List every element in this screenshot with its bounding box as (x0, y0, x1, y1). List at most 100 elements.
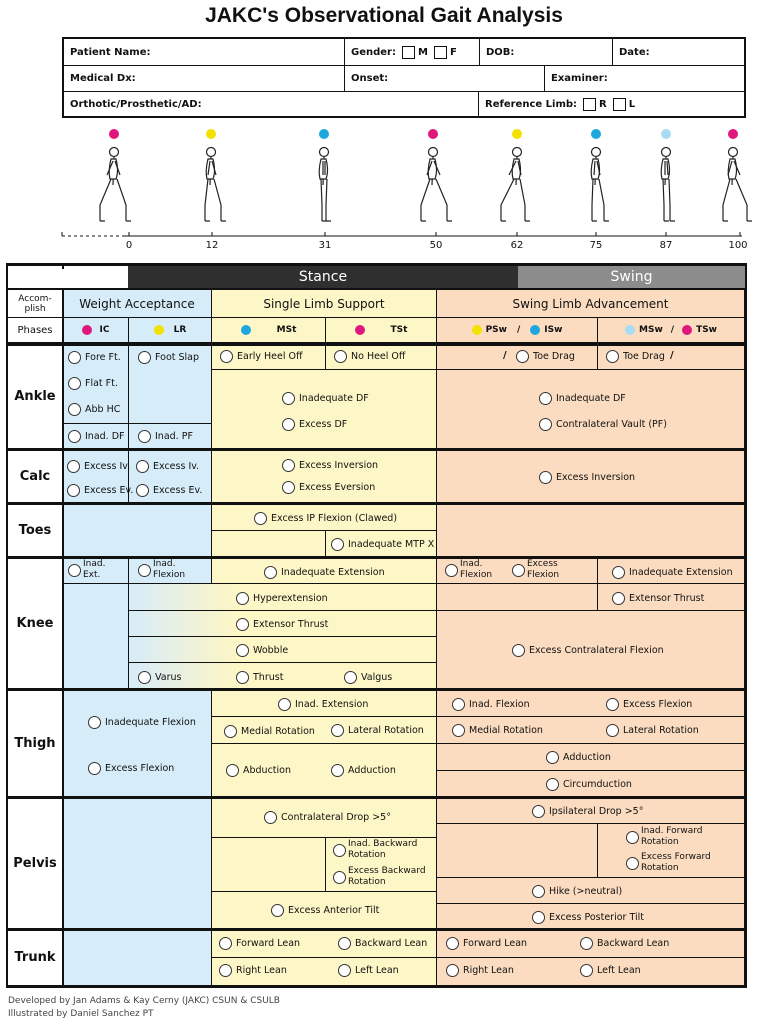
pelvis-hike-option[interactable]: Hike (>neutral) (532, 885, 622, 898)
medical-dx-field[interactable]: Medical Dx: (70, 72, 136, 84)
pelvis-excess-forward-rotation-option[interactable]: Excess Forward Rotation (626, 852, 711, 874)
pelvis-excess-backward-rotation-option[interactable]: Excess Backward Rotation (333, 866, 426, 888)
tick-12: 12 (205, 240, 219, 251)
trunk-swing-left-lean-option[interactable]: Left Lean (580, 964, 641, 977)
knee-extensor-thrust-option[interactable]: Extensor Thrust (236, 618, 328, 631)
knee-swing-inadequate-extension-option[interactable]: Inadequate Extension (612, 566, 733, 579)
row-label-toes: Toes (8, 504, 63, 558)
ankle-inad-df-option[interactable]: Inad. DF (68, 430, 125, 443)
ankle-toe-drag-option[interactable]: Toe Drag (516, 350, 575, 363)
row-label-knee: Knee (8, 558, 63, 690)
dob-field[interactable]: DOB: (479, 39, 612, 65)
thigh-swing-medial-rotation-option[interactable]: Medial Rotation (452, 724, 543, 737)
calc-excess-inversion-option[interactable]: Excess Inversion (282, 459, 378, 472)
knee-swing-extensor-thrust-option[interactable]: Extensor Thrust (612, 592, 704, 605)
thigh-excess-flexion-option[interactable]: Excess Flexion (88, 762, 174, 775)
pelvis-excess-anterior-tilt-option[interactable]: Excess Anterior Tilt (271, 904, 379, 917)
phases-label: Phases (8, 318, 63, 344)
ankle-fore-ft-option[interactable]: Fore Ft. (68, 351, 121, 364)
pelvis-contra-drop-option[interactable]: Contralateral Drop >5° (264, 811, 391, 824)
knee-swing-inad-flexion-option[interactable]: Inad. Flexion (445, 559, 492, 581)
onset-field[interactable]: Onset: (344, 65, 544, 91)
ankle-foot-slap-option[interactable]: Foot Slap (138, 351, 199, 364)
thigh-lateral-rotation-option[interactable]: Lateral Rotation (331, 724, 424, 737)
trunk-swing-backward-lean-option[interactable]: Backward Lean (580, 937, 669, 950)
thigh-swing-lateral-rotation-option[interactable]: Lateral Rotation (606, 724, 699, 737)
ankle-swing-inad-df-option[interactable]: Inadequate DF (539, 392, 626, 405)
phase-dot-isw-icon (591, 129, 601, 139)
toes-excess-ip-flexion-option[interactable]: Excess IP Flexion (Clawed) (254, 512, 397, 525)
stance-header: Stance (128, 264, 518, 289)
thigh-swing-excess-flexion-option[interactable]: Excess Flexion (606, 698, 692, 711)
phase-lr: LR (129, 318, 212, 344)
calc-lr-excess-ev-option[interactable]: Excess Ev. (136, 484, 202, 497)
thigh-circumduction-option[interactable]: Circumduction (546, 778, 632, 791)
calc-ic-excess-ev-option[interactable]: Excess Ev. (67, 484, 133, 497)
walking-figure-icon (99, 146, 131, 222)
thigh-swing-adduction-option[interactable]: Adduction (546, 751, 611, 764)
knee-wobble-option[interactable]: Wobble (236, 644, 288, 657)
ankle-excess-df-option[interactable]: Excess DF (282, 418, 347, 431)
examiner-field[interactable]: Examiner: (544, 65, 744, 91)
calc-ic-excess-iv-option[interactable]: Excess Iv. (67, 460, 130, 473)
knee-valgus-option[interactable]: Valgus (344, 671, 392, 684)
trunk-right-lean-option[interactable]: Right Lean (219, 964, 287, 977)
thigh-swing-inad-flexion-option[interactable]: Inad. Flexion (452, 698, 530, 711)
tick-31: 31 (318, 240, 332, 251)
thigh-abduction-option[interactable]: Abduction (226, 764, 291, 777)
pelvis-inad-backward-rotation-option[interactable]: Inad. Backward Rotation (333, 839, 417, 861)
trunk-backward-lean-option[interactable]: Backward Lean (338, 937, 427, 950)
date-field[interactable]: Date: (612, 39, 744, 65)
single-limb-support-header: Single Limb Support (212, 290, 437, 318)
gender-f-checkbox[interactable] (433, 45, 447, 59)
isw-dot-icon (530, 325, 541, 335)
thigh-adduction-option[interactable]: Adduction (331, 764, 396, 777)
knee-inadequate-extension-option[interactable]: Inadequate Extension (264, 566, 385, 579)
knee-lr-inad-flexion-option[interactable]: Inad. Flexion (138, 559, 185, 581)
trunk-swing-forward-lean-option[interactable]: Forward Lean (446, 937, 527, 950)
lr-dot-icon (153, 325, 164, 335)
calc-excess-eversion-option[interactable]: Excess Eversion (282, 481, 375, 494)
ankle-inadequate-df-option[interactable]: Inadequate DF (282, 392, 369, 405)
knee-varus-option[interactable]: Varus (138, 671, 181, 684)
ref-l-checkbox[interactable] (612, 98, 626, 111)
toes-inad-mtp-option[interactable]: Inadequate MTP X (331, 538, 434, 551)
gender-m-checkbox[interactable] (401, 45, 415, 59)
knee-excess-contra-flexion-option[interactable]: Excess Contralateral Flexion (512, 644, 664, 657)
patient-name-field[interactable]: Patient Name: (70, 46, 151, 58)
pelvis-inad-forward-rotation-option[interactable]: Inad. Forward Rotation (626, 826, 703, 848)
ic-dot-icon (81, 325, 92, 335)
ankle-no-heel-off-option[interactable]: No Heel Off (334, 350, 405, 363)
footer-credit-illustrator: Illustrated by Daniel Sanchez PT (8, 1009, 154, 1019)
ankle-early-heel-off-option[interactable]: Early Heel Off (220, 350, 303, 363)
ankle-toe-drag-late-option[interactable]: Toe Drag (606, 350, 665, 363)
thigh-medial-rotation-option[interactable]: Medial Rotation (224, 725, 315, 738)
ankle-flat-ft-option[interactable]: Flat Ft. (68, 377, 118, 390)
orthotic-field[interactable]: Orthotic/Prosthetic/AD: (70, 99, 202, 110)
trunk-left-lean-option[interactable]: Left Lean (338, 964, 399, 977)
walking-figure-icon (500, 146, 530, 222)
walking-figure-icon (318, 146, 331, 222)
thigh-inadequate-flexion-option[interactable]: Inadequate Flexion (88, 716, 196, 729)
page-title: JAKC's Observational Gait Analysis (205, 4, 563, 27)
trunk-forward-lean-option[interactable]: Forward Lean (219, 937, 300, 950)
pelvis-ipsi-drop-option[interactable]: Ipsilateral Drop >5° (532, 805, 643, 818)
ref-r-checkbox[interactable] (583, 98, 597, 111)
accomplish-label: Accom- plish (8, 290, 63, 318)
pelvis-excess-posterior-tilt-option[interactable]: Excess Posterior Tilt (532, 911, 644, 924)
calc-swing-excess-inversion-option[interactable]: Excess Inversion (539, 471, 635, 484)
knee-ic-inad-ext-option[interactable]: Inad. Ext. (68, 559, 105, 581)
thigh-inad-extension-option[interactable]: Inad. Extension (278, 698, 368, 711)
calc-lr-excess-iv-option[interactable]: Excess Iv. (136, 460, 199, 473)
knee-excess-flexion-option[interactable]: Excess Flexion (512, 559, 559, 581)
row-label-ankle: Ankle (8, 344, 63, 450)
swing-header: Swing (518, 264, 745, 289)
knee-thrust-option[interactable]: Thrust (236, 671, 283, 684)
phase-msw-tsw: MSw/TSw (598, 318, 745, 344)
ankle-inad-pf-option[interactable]: Inad. PF (138, 430, 193, 443)
knee-hyperextension-option[interactable]: Hyperextension (236, 592, 328, 605)
ankle-contra-vault-option[interactable]: Contralateral Vault (PF) (539, 418, 667, 431)
ankle-abb-hc-option[interactable]: Abb HC (68, 403, 120, 416)
trunk-swing-right-lean-option[interactable]: Right Lean (446, 964, 514, 977)
